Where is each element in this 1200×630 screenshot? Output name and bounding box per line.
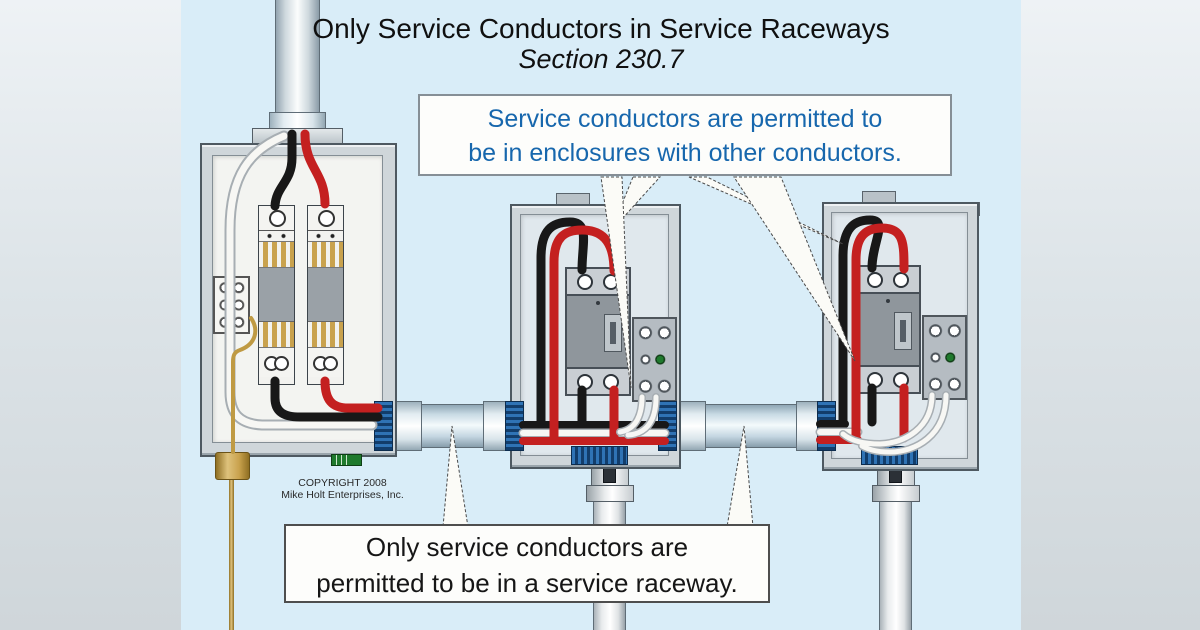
callout-raceway-line-1: Only service conductors are (365, 532, 689, 562)
breaker-detail (886, 299, 890, 303)
breaker-handle (604, 313, 622, 352)
callout-enclosures-line-2: be in enclosures with other conductors. (468, 139, 902, 167)
conduit-coupling (396, 401, 422, 451)
fuse-clip (259, 322, 294, 348)
fuse-top-lug (259, 206, 294, 231)
terminal-block (922, 315, 967, 400)
terminal-block (213, 276, 250, 334)
breaker-detail (596, 301, 600, 305)
riser-conduit-right (879, 499, 912, 630)
breaker-line-lugs (857, 267, 919, 294)
title-line-1: Only Service Conductors in Service Racew… (312, 13, 890, 44)
fuse-clip (308, 242, 343, 268)
fuse-clip (259, 242, 294, 268)
copyright-line-2: Mike Holt Enterprises, Inc. (281, 489, 404, 501)
breaker-load-lugs (567, 367, 629, 394)
callout-enclosures-line-1: Service conductors are permitted to (487, 105, 883, 133)
fuse-screws (308, 231, 343, 242)
conduit-fitting (586, 485, 634, 502)
fuse-bottom-lug (259, 348, 294, 377)
manufacturer-label (331, 454, 362, 466)
terminal-block (632, 317, 677, 402)
fuse-top-lug (308, 206, 343, 231)
fuse-barrel (308, 268, 343, 322)
section-reference: Section 230.7 (518, 44, 684, 74)
service-mast-conduit (275, 0, 320, 132)
fuse-screws (259, 231, 294, 242)
conduit-fitting (872, 485, 920, 502)
ground-clamp (215, 452, 250, 480)
fuse-barrel (259, 268, 294, 322)
conduit-connector (817, 401, 836, 451)
breaker-handle (894, 311, 912, 350)
fuse-assembly (307, 205, 344, 385)
conduit-coupling (680, 401, 706, 451)
fuse-assembly (258, 205, 295, 385)
fitting-label (603, 468, 616, 483)
circuit-breaker (855, 265, 921, 394)
grounding-electrode-conductor (229, 452, 234, 630)
conduit-connector (505, 401, 524, 451)
conduit-connector (571, 446, 628, 465)
callout-enclosures: Service conductors are permitted to be i… (418, 94, 952, 176)
conduit-coupling (483, 401, 509, 451)
circuit-breaker (565, 267, 631, 396)
conduit-connector (658, 401, 677, 451)
callout-raceway: Only service conductors are permitted to… (284, 524, 770, 603)
fuse-clip (308, 322, 343, 348)
conduit-connector (861, 446, 918, 465)
breaker-line-lugs (567, 269, 629, 296)
copyright-line-1: COPYRIGHT 2008 (298, 477, 387, 489)
breaker-load-lugs (857, 365, 919, 392)
fuse-bottom-lug (308, 348, 343, 377)
page-title: Only Service Conductors in Service Racew… (181, 13, 1021, 74)
conduit-connector (374, 401, 393, 451)
copyright-notice: COPYRIGHT 2008 Mike Holt Enterprises, In… (250, 477, 435, 501)
callout-raceway-line-2: permitted to be in a service raceway. (316, 568, 738, 598)
